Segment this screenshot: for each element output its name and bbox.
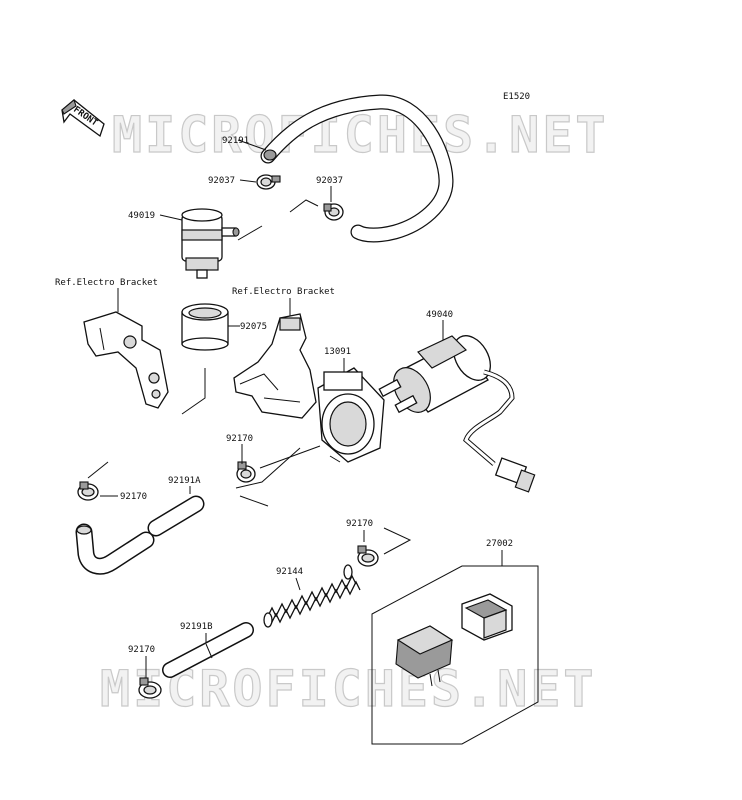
label-ref-bracket-right: Ref.Electro Bracket — [232, 287, 335, 297]
label-92191A: 92191A — [168, 476, 201, 486]
leader-92191-top — [237, 139, 267, 151]
leader-92170-left-up — [87, 461, 109, 479]
diagram-code: E1520 — [503, 92, 530, 102]
hose-92191A — [75, 495, 205, 575]
label-92191-top: 92191 — [222, 136, 249, 146]
label-27002: 27002 — [486, 539, 513, 549]
relay-box-outline — [371, 565, 539, 745]
hose-92191-top — [260, 94, 454, 243]
label-ref-bracket-left: Ref.Electro Bracket — [55, 278, 158, 288]
fuel-pump-49040 — [378, 335, 536, 493]
clamp-92170-left — [77, 481, 99, 501]
label-92170-bottom: 92170 — [128, 645, 155, 655]
leader-grommet-down — [181, 368, 206, 415]
electro-bracket-right — [233, 313, 317, 419]
label-92170-mid: 92170 — [226, 434, 253, 444]
watermark-top: MICROFICHES.NET — [112, 106, 609, 164]
label-92037-right: 92037 — [316, 176, 343, 186]
electro-bracket-left — [83, 311, 169, 409]
clamp-92037-right — [323, 203, 344, 221]
spring-92144 — [263, 564, 361, 628]
leader-hose-assembly-2 — [239, 495, 269, 507]
leader-92037-left — [239, 179, 257, 183]
label-92170-right: 92170 — [346, 519, 373, 529]
label-92191B: 92191B — [180, 622, 213, 632]
front-arrow-icon: FRONT — [61, 99, 105, 138]
label-13091: 13091 — [324, 347, 351, 357]
clamp-92170-bottom — [138, 677, 162, 699]
leader-49019 — [159, 214, 183, 221]
leader-92037-right-2 — [289, 199, 319, 213]
leader-hose-assembly — [235, 447, 301, 489]
label-49019: 49019 — [128, 211, 155, 221]
relay-socket-27002 — [461, 593, 513, 641]
fuel-filter-49019 — [181, 208, 263, 279]
clamp-92170-right — [357, 545, 379, 567]
label-92170-left: 92170 — [120, 492, 147, 502]
label-92037-left: 92037 — [208, 176, 235, 186]
label-92144: 92144 — [276, 567, 303, 577]
relay-27002 — [395, 625, 454, 687]
pump-holder-13091 — [317, 367, 385, 463]
label-49040: 49040 — [426, 310, 453, 320]
leader-92144 — [295, 577, 301, 591]
clamp-92170-mid — [236, 461, 256, 483]
hose-92191B — [162, 622, 254, 678]
leader-92170-right-2 — [383, 527, 412, 555]
clamp-92037-left — [256, 174, 281, 190]
label-92075: 92075 — [240, 322, 267, 332]
grommet-92075 — [181, 303, 229, 351]
